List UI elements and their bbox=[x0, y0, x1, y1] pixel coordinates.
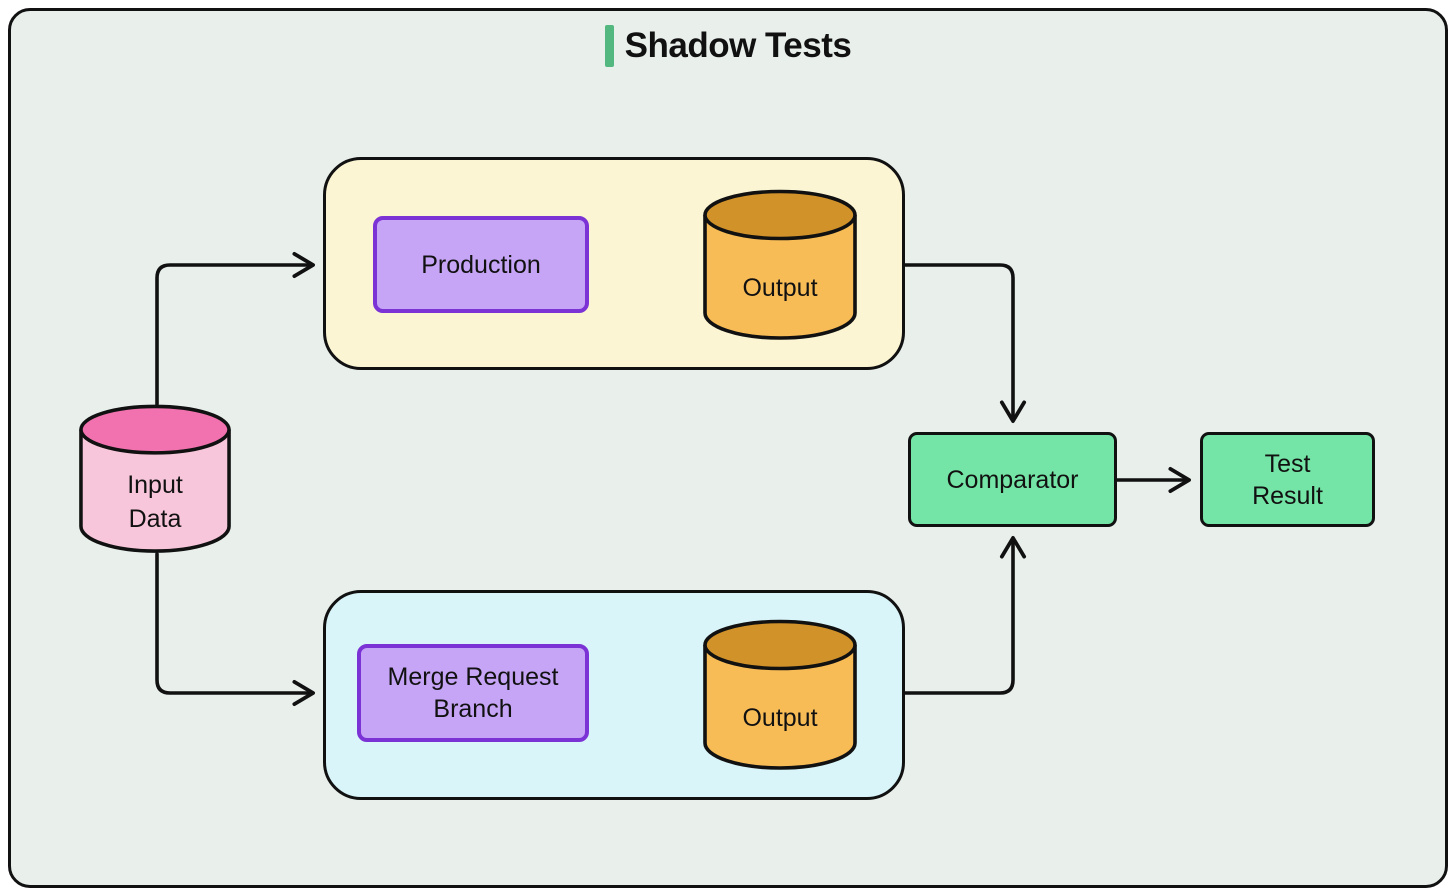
production-output-label: Output bbox=[742, 273, 818, 302]
merge-output-cylinder: Output bbox=[702, 618, 858, 772]
merge-request-branch-label: Merge Request Branch bbox=[387, 663, 559, 723]
input-data-label: Input Data bbox=[127, 470, 183, 533]
cylinder-shape bbox=[703, 189, 857, 340]
merge-request-branch-node: Merge Request Branch bbox=[357, 644, 589, 742]
comparator-node: Comparator bbox=[908, 432, 1117, 527]
diagram-title: Shadow Tests bbox=[624, 26, 852, 65]
input-data-cylinder: Input Data bbox=[78, 403, 232, 555]
title-accent-bar bbox=[604, 25, 614, 67]
comparator-label: Comparator bbox=[946, 465, 1079, 494]
diagram-title-row: Shadow Tests bbox=[0, 22, 1456, 70]
cylinder-shape bbox=[703, 619, 857, 770]
production-node: Production bbox=[373, 216, 589, 313]
production-label: Production bbox=[421, 250, 541, 279]
production-output-cylinder: Output bbox=[702, 188, 858, 342]
test-result-label: Test Result bbox=[1252, 449, 1323, 510]
test-result-node: Test Result bbox=[1200, 432, 1375, 527]
merge-output-label: Output bbox=[742, 703, 818, 732]
cylinder-shape bbox=[79, 404, 231, 553]
